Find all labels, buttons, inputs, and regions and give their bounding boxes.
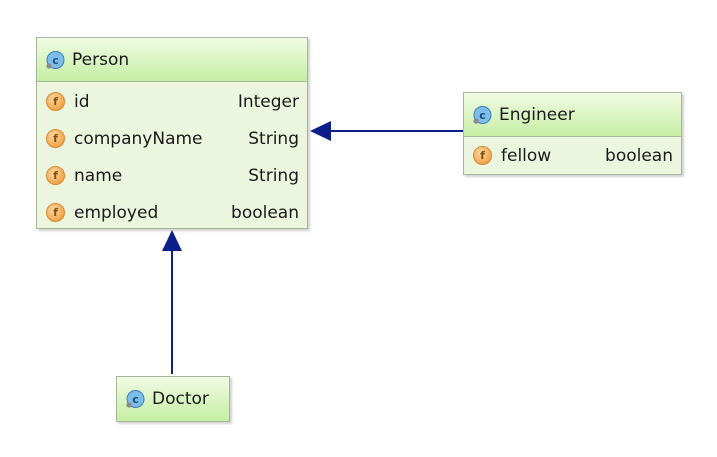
field-row-fellow[interactable]: f fellow boolean	[464, 137, 681, 174]
doctor-class-header[interactable]: c Doctor	[117, 377, 229, 421]
field-name: id	[74, 91, 90, 112]
field-type: Integer	[237, 91, 299, 112]
field-row-employed[interactable]: f employed boolean	[37, 194, 307, 231]
field-name: name	[74, 165, 123, 186]
field-type: String	[248, 165, 299, 186]
field-type: String	[248, 128, 299, 149]
svg-text:c: c	[132, 393, 139, 406]
field-icon: f	[46, 166, 65, 185]
person-class-header[interactable]: c Person	[37, 38, 307, 82]
engineer-class-box[interactable]: c Engineer f fellow boolean	[463, 92, 682, 175]
field-row-id[interactable]: f id Integer	[37, 83, 307, 120]
doctor-extends-person-arrow	[162, 230, 182, 374]
field-name: employed	[74, 202, 159, 223]
field-name: fellow	[501, 145, 552, 166]
field-icon: f	[473, 146, 492, 165]
engineer-class-header[interactable]: c Engineer	[464, 93, 681, 137]
field-row-companyName[interactable]: f companyName String	[37, 120, 307, 157]
field-icon: f	[46, 92, 65, 111]
svg-text:c: c	[52, 54, 59, 67]
field-type: boolean	[231, 202, 299, 223]
person-class-name: Person	[72, 49, 130, 70]
person-class-box[interactable]: c Person f id Integer f companyName Stri…	[36, 37, 308, 229]
class-icon: c	[46, 50, 65, 69]
field-icon: f	[46, 203, 65, 222]
field-type: boolean	[605, 145, 673, 166]
doctor-class-box[interactable]: c Doctor	[116, 376, 230, 422]
engineer-class-name: Engineer	[499, 104, 575, 125]
engineer-fields: f fellow boolean	[464, 137, 681, 174]
doctor-class-name: Doctor	[152, 389, 209, 409]
engineer-extends-person-arrow	[310, 121, 463, 141]
field-name: companyName	[74, 128, 203, 149]
field-icon: f	[46, 129, 65, 148]
class-icon: c	[126, 390, 145, 408]
class-icon: c	[473, 105, 492, 124]
svg-text:c: c	[479, 109, 486, 122]
field-row-name[interactable]: f name String	[37, 157, 307, 194]
person-fields: f id Integer f companyName String f name…	[37, 82, 307, 231]
